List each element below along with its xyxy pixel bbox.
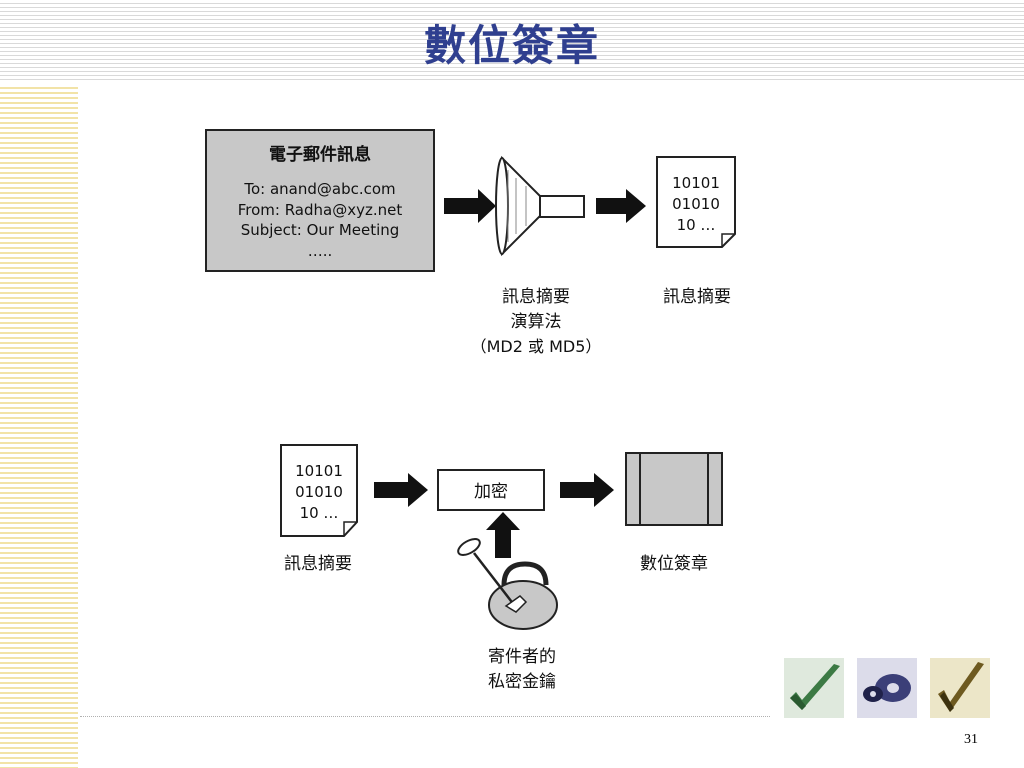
email-subject: Subject: Our Meeting	[241, 221, 400, 239]
digest-line-3: 10 …	[677, 216, 716, 234]
private-key-label-2: 私密金鑰	[488, 672, 556, 692]
arrow-right-icon	[374, 473, 428, 507]
slide-title: 數位簽章	[423, 21, 600, 70]
footer-divider	[80, 716, 770, 717]
encrypt-box: 加密	[437, 469, 545, 511]
hash-algorithm-label-1: 訊息摘要	[502, 287, 570, 307]
digital-signature-label: 數位簽章	[640, 554, 708, 574]
digest-line-2: 01010	[672, 195, 720, 213]
page-number: 31	[964, 732, 978, 747]
private-key-icon	[457, 538, 558, 630]
message-digest-document: 10101 01010 10 …	[280, 444, 358, 537]
arrow-right-icon	[560, 473, 614, 507]
message-digest-label-top: 訊息摘要	[663, 287, 731, 307]
encrypt-label: 加密	[474, 482, 508, 502]
email-to: To: anand@abc.com	[243, 180, 395, 198]
disc-decoration-icon	[857, 658, 917, 718]
checkmark-decoration-icon	[784, 658, 844, 718]
left-stripe-background	[0, 84, 78, 768]
email-heading: 電子郵件訊息	[269, 144, 371, 165]
arrow-right-icon	[444, 189, 496, 223]
hash-algorithm-label-2: 演算法	[511, 312, 562, 332]
private-key-label-1: 寄件者的	[488, 647, 556, 667]
top-stripe-background	[0, 0, 1024, 80]
digest-line-1: 10101	[672, 174, 720, 192]
arrow-up-icon	[486, 512, 520, 558]
message-digest-label-bottom: 訊息摘要	[284, 554, 352, 574]
email-dots: …..	[308, 242, 333, 260]
digest-line-3: 10 …	[300, 504, 339, 522]
hash-algorithm-label-3: （MD2 或 MD5）	[471, 337, 602, 356]
digest-line-1: 10101	[295, 462, 343, 480]
email-message-box: 電子郵件訊息 To: anand@abc.com From: Radha@xyz…	[205, 129, 435, 272]
message-digest-document: 10101 01010 10 …	[656, 156, 736, 248]
funnel-icon	[495, 155, 585, 257]
pen-check-decoration-icon	[930, 658, 990, 718]
email-from: From: Radha@xyz.net	[238, 201, 403, 219]
arrow-right-icon	[596, 189, 646, 223]
digest-line-2: 01010	[295, 483, 343, 501]
digital-signature-block	[625, 452, 723, 526]
